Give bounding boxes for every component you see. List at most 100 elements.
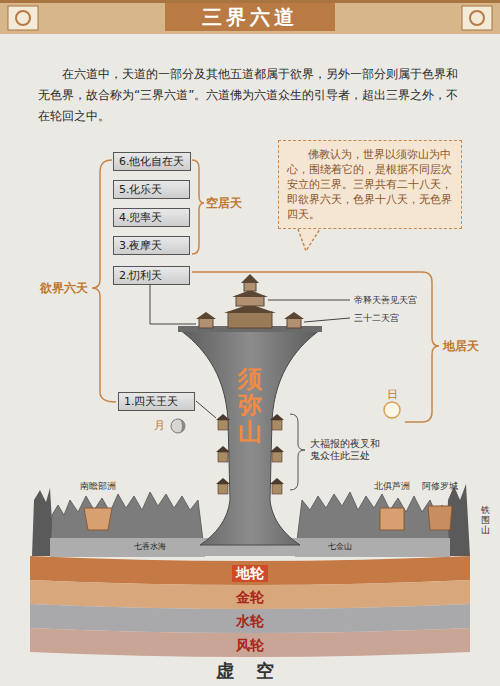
leader-line: [268, 300, 350, 301]
heaven-box: 4.兜率天: [113, 208, 190, 227]
pavilion: [218, 452, 228, 462]
place-label: 阿修罗城: [422, 480, 458, 492]
leader-line: [196, 401, 216, 418]
pavilion-roof: [270, 478, 284, 484]
group-label: 欲界六天: [40, 281, 88, 295]
intro-text: 在六道中，天道的一部分及其他五道都属于欲界，另外一部分则属于色界和无色界，故合称…: [38, 64, 466, 127]
pavilion: [287, 318, 301, 328]
pavilion: [218, 484, 228, 494]
node-text: 金轮: [236, 589, 264, 606]
header-bar: [0, 0, 500, 34]
pavilion: [218, 420, 228, 430]
page-title-box: 三界六道: [202, 5, 298, 29]
heaven-box: 3.夜摩天: [113, 236, 190, 255]
pavilion-roof: [270, 446, 284, 452]
place-label: 北俱芦洲: [374, 480, 410, 492]
node-text: 水轮: [236, 613, 264, 630]
group-label-box: 空居天: [206, 196, 242, 210]
pavilion-roof: [196, 312, 216, 319]
earth-wheel-band: [30, 556, 470, 585]
node-text: 2.忉利天: [119, 269, 184, 282]
palace-roof: [241, 274, 259, 283]
place-label-box: 七香水海: [134, 542, 166, 552]
node-text: 风轮: [236, 637, 264, 654]
callout-box: 佛教认为，世界以须弥山为中心，围绕着它的，是根据不同层次安立的三界。三界共有二十…: [278, 140, 462, 229]
bracket: [192, 160, 204, 254]
palace: [228, 312, 272, 328]
heaven-box: 6.他化自在天: [113, 152, 191, 171]
place-label: 七金山: [328, 542, 352, 552]
place-label-box: 北俱芦洲: [374, 480, 410, 492]
node-text: 须弥山: [238, 366, 262, 445]
sun-label-box: 日: [387, 388, 398, 401]
heaven-box: 5.化乐天: [113, 180, 190, 199]
pavilion-roof: [216, 478, 230, 484]
water-wheel-band: [30, 604, 470, 633]
node-text: 4.兜率天: [119, 211, 184, 224]
mountain-name: 须弥山: [238, 366, 262, 445]
node-text: 佛教认为，世界以须弥山为中心，围绕着它的，是根据不同层次安立的三界。三界共有二十…: [287, 147, 453, 222]
pavilion-roof: [284, 312, 304, 319]
callout-tail: [298, 227, 320, 251]
gold-wheel-band: [30, 580, 470, 609]
continent: [84, 508, 112, 530]
part-label-box: 帝释天善见天宫: [354, 294, 417, 306]
pavilion: [199, 318, 213, 328]
place-label-box: 南瞻部洲: [80, 480, 116, 492]
note-text: 大福报的夜叉和鬼众住此三处: [310, 438, 382, 462]
palace: [244, 282, 256, 291]
pavilion-roof: [270, 414, 284, 420]
node-text: 地轮: [236, 565, 264, 582]
leader-line: [150, 285, 196, 324]
note-text-box: 大福报的夜叉和鬼众住此三处: [310, 438, 382, 462]
moon-label: 月: [154, 419, 165, 432]
node-text: 6.他化自在天: [119, 155, 185, 168]
void-label-box: 虚空: [216, 660, 295, 682]
place-label-box: 阿修罗城: [422, 480, 458, 492]
place-label: 铁围山: [481, 506, 490, 536]
part-label: 帝释天善见天宫: [354, 294, 417, 306]
place-label-box: 七金山: [328, 542, 352, 552]
node-text: 5.化乐天: [119, 183, 184, 196]
place-label-box: 铁围山: [481, 506, 490, 536]
continent: [380, 508, 404, 530]
pavilion: [272, 452, 282, 462]
node-text: 1.四天王天: [124, 395, 189, 408]
part-label-box: 三十二天宫: [354, 312, 399, 324]
wheel-band: 风轮: [234, 637, 266, 654]
pavilion-roof: [216, 414, 230, 420]
moon-shade: [178, 419, 185, 433]
pavilion: [272, 420, 282, 430]
callout-tail-outline: [298, 229, 320, 251]
sumeru-mountain: [180, 330, 320, 545]
node-text: 3.夜摩天: [119, 239, 184, 252]
part-label: 三十二天宫: [354, 312, 399, 324]
moon-label-box: 月: [154, 419, 165, 432]
group-label-box: 欲界六天: [40, 281, 88, 295]
heaven-box: 2.忉利天: [113, 266, 190, 285]
page-title: 三界六道: [202, 5, 298, 29]
wind-wheel-band: [30, 628, 470, 657]
place-label: 南瞻部洲: [80, 480, 116, 492]
ornament-wheel: [470, 11, 484, 25]
void-label: 虚空: [216, 660, 295, 682]
pavilion: [272, 484, 282, 494]
heaven-box: 1.四天王天: [118, 392, 195, 411]
leader-line: [304, 318, 350, 322]
header-edge: [0, 0, 500, 3]
palace: [236, 296, 264, 306]
place-label: 七香水海: [134, 542, 166, 552]
sun: [384, 402, 400, 418]
group-label: 空居天: [206, 196, 242, 210]
pavilion-roof: [216, 446, 230, 452]
group-label: 地居天: [443, 339, 479, 353]
moon: [171, 419, 185, 433]
ornament-wheel: [16, 11, 30, 25]
group-label-box: 地居天: [443, 339, 479, 353]
asura-city: [428, 506, 452, 530]
bracket: [290, 414, 305, 490]
ornament: [8, 6, 38, 30]
wheel-band: 金轮: [234, 589, 266, 606]
